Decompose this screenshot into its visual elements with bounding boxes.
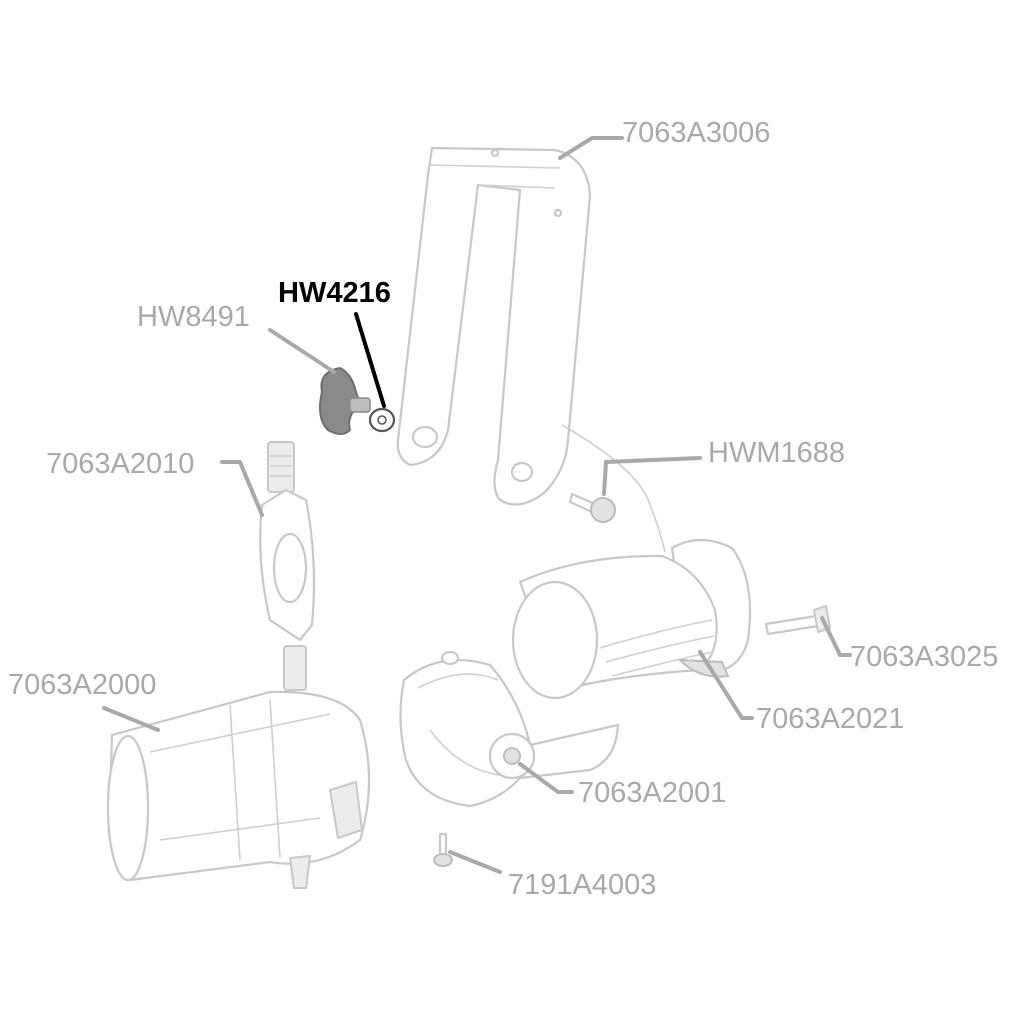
leader-screw [448,850,502,874]
reflector [399,650,620,808]
yoke-bracket [396,146,592,506]
screw-7191a4003 [433,832,453,867]
label-screw: 7191A4003 [508,869,656,901]
label-lamp-housing: 7063A2021 [756,703,904,735]
leader-hw4216 [354,312,386,408]
leader-lamp-housing [698,650,754,720]
screw-hwm1688 [568,492,616,523]
leader-hwm1688 [602,456,702,496]
pin-7063a3025 [764,605,831,636]
label-reflector: 7063A2001 [578,777,726,809]
label-hwm1688: HWM1688 [708,437,845,469]
lens-barrel [106,645,371,889]
leader-barrel [102,706,160,732]
label-hw4216: HW4216 [278,277,391,309]
label-hw8491: HW8491 [137,301,250,333]
cable [561,424,666,553]
washer-hw4216 [368,407,396,433]
leader-yoke [558,136,624,160]
knob-hw8491 [319,366,371,435]
label-pin: 7063A3025 [850,641,998,673]
label-shutter-plate: 7063A2010 [46,448,194,480]
lamp-housing [511,538,752,700]
leader-reflector [518,762,574,794]
leader-hw8491 [268,328,336,374]
leader-shutter-plate [220,460,264,517]
label-barrel: 7063A2000 [8,669,156,701]
shutter-plate [259,441,316,642]
leader-pin [820,616,852,657]
label-yoke: 7063A3006 [622,117,770,149]
